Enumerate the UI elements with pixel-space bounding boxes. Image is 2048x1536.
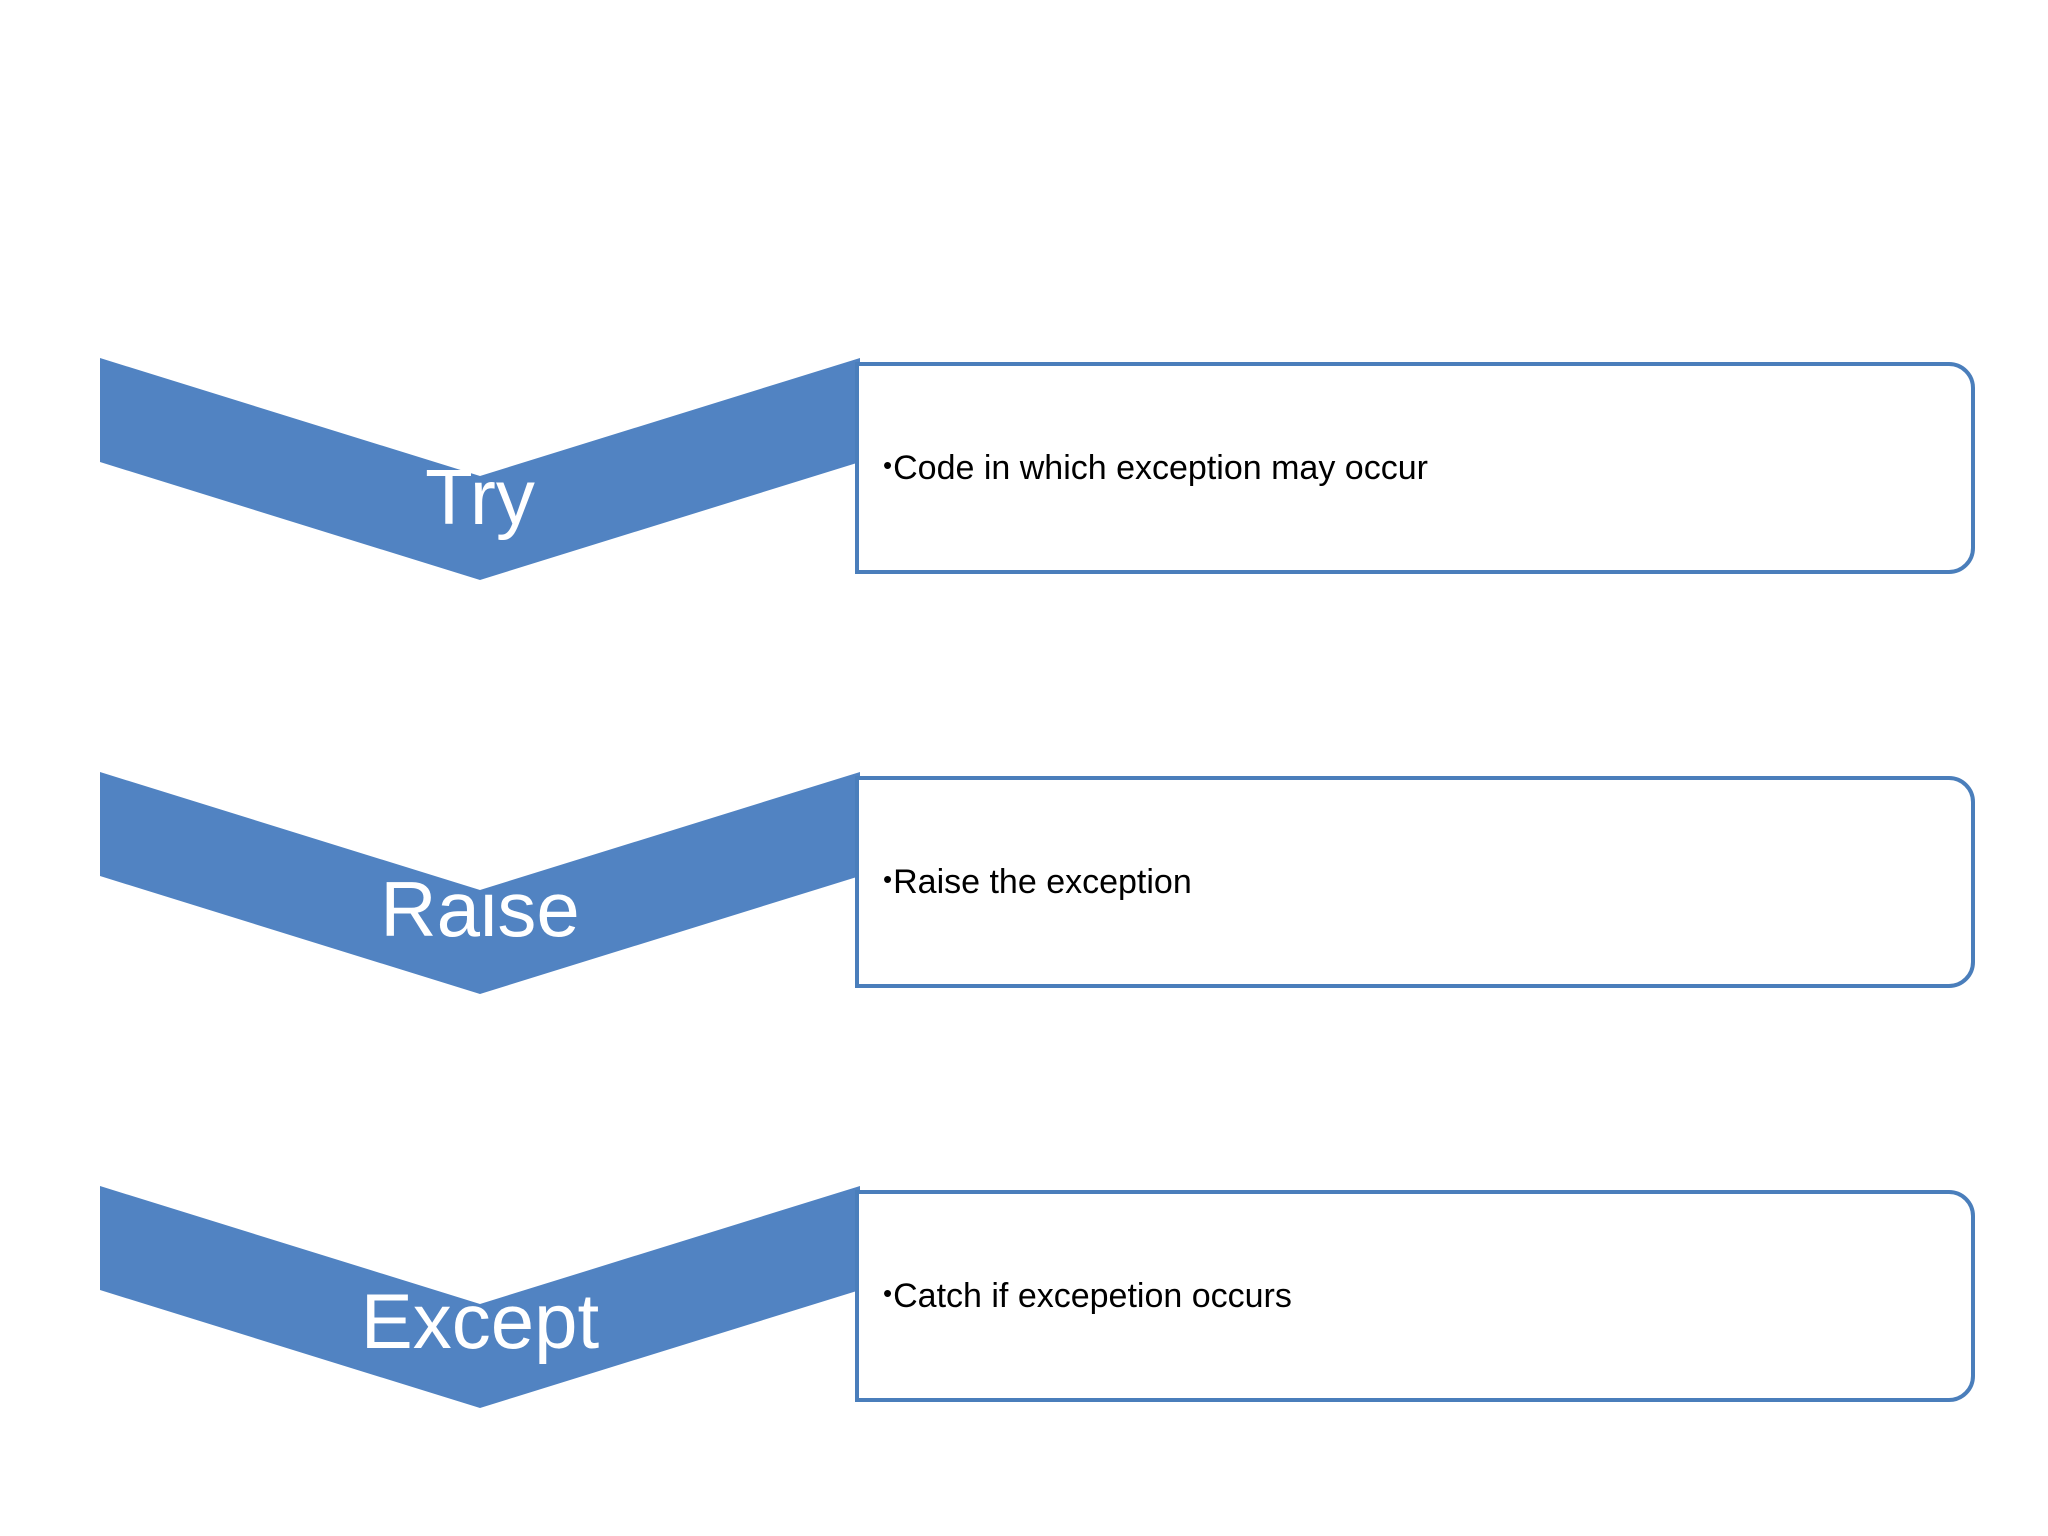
description-box-except[interactable]: •Catch if excepetion occurs — [855, 1190, 1975, 1402]
process-step-try: Try •Code in which exception may occur — [0, 358, 2048, 588]
chevron-shape-raise[interactable]: Raise — [100, 772, 860, 994]
chevron-shape-except[interactable]: Except — [100, 1186, 860, 1408]
description-text-except: •Catch if excepetion occurs — [859, 1275, 1292, 1318]
description-box-raise[interactable]: •Raise the exception — [855, 776, 1975, 988]
chevron-shape-try[interactable]: Try — [100, 358, 860, 580]
process-step-raise: Raise •Raise the exception — [0, 772, 2048, 1002]
bullet-icon: • — [883, 864, 893, 895]
chevron-down-icon — [100, 772, 860, 994]
description-text-raise: •Raise the exception — [859, 861, 1192, 904]
chevron-down-icon — [100, 1186, 860, 1408]
process-step-except: Except •Catch if excepetion occurs — [0, 1186, 2048, 1416]
chevron-down-icon — [100, 358, 860, 580]
bullet-icon: • — [883, 1278, 893, 1309]
description-text-try: •Code in which exception may occur — [859, 447, 1428, 490]
description-box-try[interactable]: •Code in which exception may occur — [855, 362, 1975, 574]
description-label-except: Catch if excepetion occurs — [893, 1276, 1292, 1315]
bullet-icon: • — [883, 450, 893, 481]
description-label-raise: Raise the exception — [893, 862, 1192, 901]
description-label-try: Code in which exception may occur — [893, 448, 1428, 487]
